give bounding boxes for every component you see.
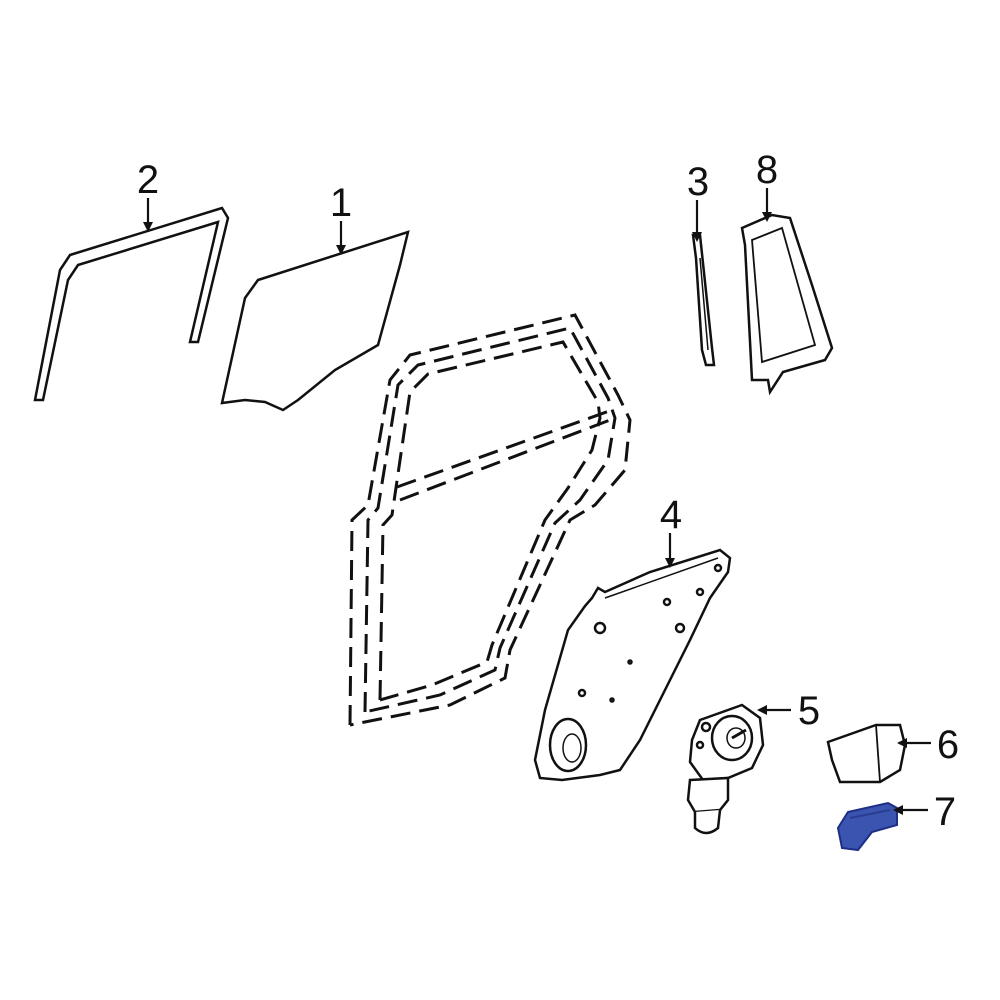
- vertical-weatherstrip: [691, 233, 716, 367]
- door-frame-outline: [348, 313, 632, 727]
- door-glass: [220, 230, 410, 412]
- window-motor: [686, 703, 765, 835]
- handle-cover: [826, 723, 907, 784]
- callout-1: 1: [330, 181, 352, 225]
- callout-5: 5: [798, 689, 820, 733]
- callout-7: 7: [934, 790, 956, 834]
- callout-8: 8: [756, 148, 778, 192]
- callout-6: 6: [937, 723, 959, 767]
- glass-run-channel: [33, 206, 230, 402]
- regulator-panel: [533, 548, 732, 782]
- quarter-glass: [740, 213, 834, 396]
- leader-arrows: [143, 188, 931, 815]
- callout-4: 4: [660, 493, 682, 537]
- highlighted-clip: [836, 801, 898, 852]
- callout-2: 2: [137, 158, 159, 202]
- callout-3: 3: [687, 160, 709, 204]
